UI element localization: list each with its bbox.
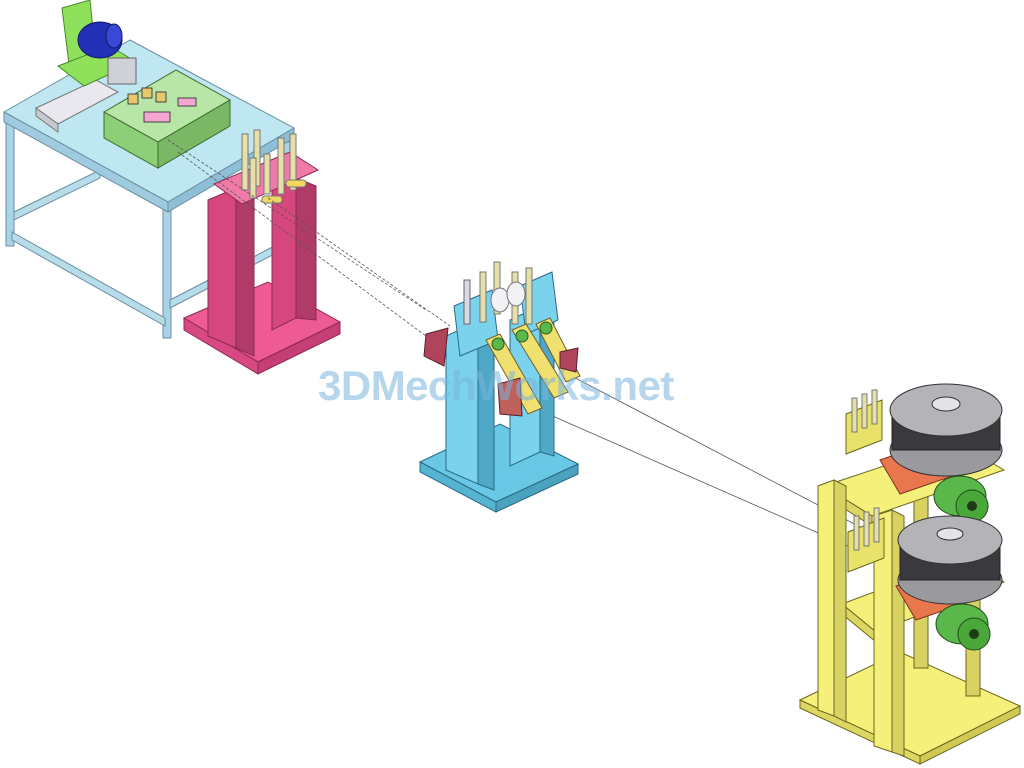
tension-arm (511, 323, 569, 399)
guide-post (277, 137, 285, 195)
cyan-stand (418, 261, 581, 513)
control-box-side (157, 99, 231, 169)
white-roller (506, 281, 526, 307)
guide-post (479, 271, 487, 323)
relay (155, 91, 167, 103)
brake-flap (423, 327, 449, 367)
linear-actuator-side (35, 107, 59, 133)
arm-hub (515, 329, 529, 343)
motor-assembly (35, 0, 138, 133)
magenta-stand (182, 129, 342, 375)
cyan-base-edge (495, 463, 579, 513)
guide-post (861, 393, 868, 429)
guide-post (249, 157, 257, 199)
guide-post (863, 511, 870, 547)
terminal-block (177, 97, 197, 107)
guide-post (463, 279, 471, 325)
magenta-upright (207, 187, 237, 349)
arm-hub (539, 321, 553, 335)
yellow-base-edge (919, 705, 1021, 765)
brake-flap (559, 347, 579, 373)
terminal-block (143, 111, 171, 123)
control-box (102, 69, 232, 169)
magenta-base-edge (257, 321, 341, 375)
arm-hub (491, 337, 505, 351)
wire (167, 139, 427, 311)
upper-spool-assembly (879, 383, 1003, 523)
relay (127, 93, 139, 105)
guide-post (871, 389, 878, 425)
roller-bar (285, 179, 307, 188)
table-leg (5, 117, 15, 247)
spool-hub (936, 527, 964, 541)
brake-flap (497, 377, 523, 417)
guide-post (851, 397, 858, 433)
roller-bar (261, 195, 283, 204)
magenta-base (182, 281, 342, 363)
guide-post (263, 153, 271, 195)
motor-endcap (105, 23, 123, 49)
yellow-post-front (817, 479, 835, 717)
lower-spool-assembly (895, 515, 1003, 651)
guide-post (525, 267, 533, 325)
magenta-upright (235, 187, 255, 357)
wire (177, 151, 427, 337)
green-motor-shaft (969, 629, 979, 639)
guide-post (873, 507, 880, 543)
guide-post (241, 133, 249, 191)
yellow-post-front (833, 479, 847, 723)
spool-hub (931, 396, 961, 412)
green-motor-shaft (967, 501, 977, 511)
magenta-upright (295, 177, 317, 321)
guide-post (289, 133, 297, 191)
wires (167, 139, 867, 555)
wire (547, 413, 867, 555)
guide-post (853, 515, 860, 551)
wire (267, 197, 451, 327)
wire (559, 369, 863, 529)
gearbox (107, 57, 137, 85)
table-brace (11, 231, 166, 327)
white-roller (490, 287, 510, 313)
relay (141, 87, 153, 99)
table-brace (13, 169, 101, 221)
